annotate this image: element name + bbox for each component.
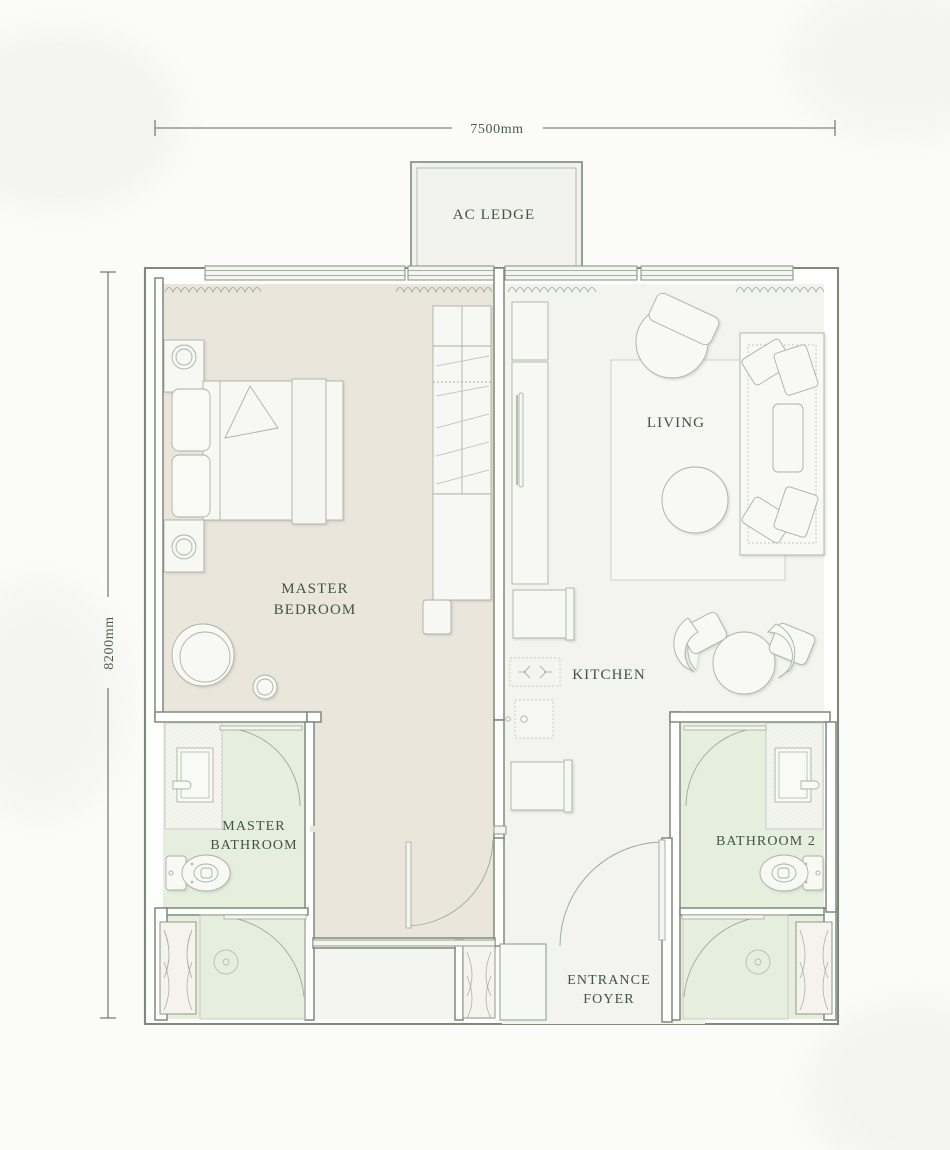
main-entry-door: [559, 839, 666, 947]
dining-chair-left: [673, 612, 728, 673]
label-entrance-foyer-line2: FOYER: [583, 992, 634, 1007]
nightstand-top: [163, 339, 205, 393]
hob: [505, 699, 554, 739]
faucet: [800, 780, 820, 790]
bed-pillows: [171, 388, 211, 518]
master-bedroom-furniture: [163, 305, 492, 700]
label-living: LIVING: [647, 415, 705, 431]
wardrobe: [432, 305, 492, 495]
master-bathroom-fixtures: [164, 722, 307, 1020]
shower-drain: [213, 949, 239, 975]
basin: [774, 747, 812, 803]
entry-door: [219, 725, 303, 807]
dimension-width-label: 7500mm: [470, 122, 523, 137]
label-master-bedroom-line1: MASTER: [281, 581, 348, 597]
bedroom-door: [405, 839, 494, 929]
label-bathroom-2: BATHROOM 2: [716, 834, 816, 849]
storage-left: [159, 921, 197, 1015]
faucet: [172, 780, 192, 790]
desk: [422, 493, 492, 635]
storage-right: [795, 921, 833, 1015]
windows-top: [204, 265, 794, 281]
threshold-lines: [310, 825, 507, 947]
curtains: [164, 287, 825, 293]
label-master-bedroom-line2: BEDROOM: [274, 602, 357, 618]
shower-door: [223, 914, 307, 998]
dining-set: [673, 612, 816, 695]
label-master-bathroom-line1: MASTER: [222, 819, 285, 834]
dimension-horizontal: [154, 120, 836, 136]
storage-cabinets: [159, 921, 833, 1021]
shower-door: [681, 914, 765, 998]
bed: [202, 378, 344, 525]
sofa: [739, 332, 825, 556]
tall-cabinet: [511, 301, 549, 361]
dining-table: [712, 631, 776, 695]
living-furniture: [610, 292, 825, 695]
dimension-height-label: 8200mm: [102, 616, 117, 669]
sink: [509, 657, 561, 687]
base-cabinet-lower: [510, 759, 573, 813]
dimension-vertical: [100, 271, 116, 1019]
base-cabinet-upper: [512, 587, 575, 641]
entry-door: [683, 725, 767, 807]
fridge: [511, 361, 549, 585]
label-entrance-foyer-line1: ENTRANCE: [567, 973, 650, 988]
label-kitchen: KITCHEN: [572, 667, 646, 683]
label-master-bathroom-line2: BATHROOM: [210, 838, 297, 853]
bathroom-2-fixtures: [681, 722, 824, 1020]
coffee-table: [661, 466, 729, 534]
toilet: [759, 854, 824, 892]
armchair: [171, 623, 235, 687]
basin: [176, 747, 214, 803]
toilet: [165, 854, 231, 892]
room-labels: AC LEDGE MASTER BEDROOM LIVING KITCHEN M…: [210, 207, 816, 1007]
side-table: [252, 674, 278, 700]
storage-center: [462, 943, 496, 1019]
shower-drain: [745, 949, 771, 975]
label-ac-ledge: AC LEDGE: [453, 207, 536, 223]
nightstand-bottom: [163, 519, 205, 573]
dining-chair-right: [766, 623, 816, 679]
kitchen-fixtures: [505, 301, 575, 813]
accent-chair: [635, 292, 720, 379]
